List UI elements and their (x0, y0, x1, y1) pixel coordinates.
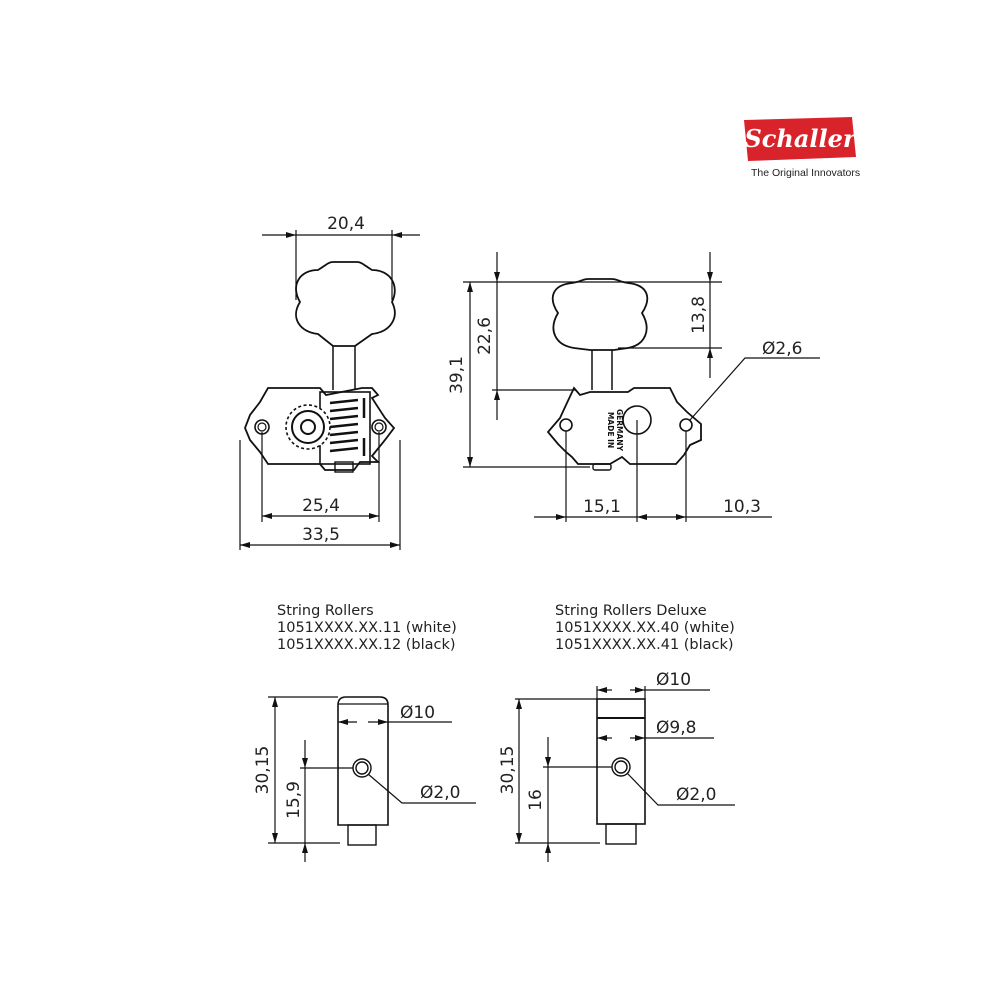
dim-hole-spacing: 25,4 (302, 496, 340, 516)
rollers-deluxe-black: 1051XXXX.XX.41 (black) (555, 637, 734, 653)
deluxe-dim-hole-diameter: Ø2,0 (676, 785, 716, 805)
dim-hole-diameter: Ø2,6 (762, 339, 802, 359)
dim-post-to-hole: 10,3 (723, 497, 761, 517)
roller-dim-hole-height: 15,9 (284, 781, 304, 819)
roller-dim-height: 30,15 (253, 746, 273, 795)
dim-knob-to-plate: 22,6 (475, 317, 495, 355)
deluxe-dim-hole-height: 16 (526, 789, 546, 811)
rollers-standard-black: 1051XXXX.XX.12 (black) (277, 637, 456, 653)
string-roller-deluxe (596, 698, 646, 845)
made-in-germany-stamp: MADE IN (606, 412, 615, 448)
rollers-deluxe-white: 1051XXXX.XX.40 (white) (555, 620, 735, 636)
back-view-dimensions (463, 252, 820, 522)
dim-overall-width: 33,5 (302, 525, 340, 545)
dim-knob-width: 20,4 (327, 214, 365, 234)
deluxe-dim-top-diameter: Ø10 (656, 670, 691, 690)
roller-dim-diameter: Ø10 (400, 703, 435, 723)
dim-total-height: 39,1 (447, 356, 467, 394)
rollers-standard-title: String Rollers (277, 603, 374, 619)
rollers-standard-white: 1051XXXX.XX.11 (white) (277, 620, 457, 636)
string-roller-standard-dimensions (268, 696, 476, 862)
brand-name: Schaller (744, 124, 856, 153)
rollers-deluxe-label: String Rollers Deluxe 1051XXXX.XX.40 (wh… (555, 603, 735, 654)
front-view-tuner (244, 261, 396, 473)
dim-center-to-post: 15,1 (583, 497, 621, 517)
roller-dim-hole-diameter: Ø2,0 (420, 783, 460, 803)
back-view-tuner (546, 278, 702, 471)
rollers-standard-label: String Rollers 1051XXXX.XX.11 (white) 10… (277, 603, 457, 654)
deluxe-dim-height: 30,15 (498, 746, 518, 795)
rollers-deluxe-title: String Rollers Deluxe (555, 603, 707, 619)
brand-tagline: The Original Innovators (751, 167, 861, 179)
schaller-logo-badge: Schaller (744, 117, 856, 161)
front-view-dimensions (239, 230, 420, 550)
dim-knob-height: 13,8 (689, 296, 709, 334)
string-roller-deluxe-dimensions (515, 686, 735, 862)
deluxe-dim-diameter: Ø9,8 (656, 718, 696, 738)
svg-text:GERMANY: GERMANY (615, 409, 624, 452)
string-roller-standard (337, 696, 389, 846)
